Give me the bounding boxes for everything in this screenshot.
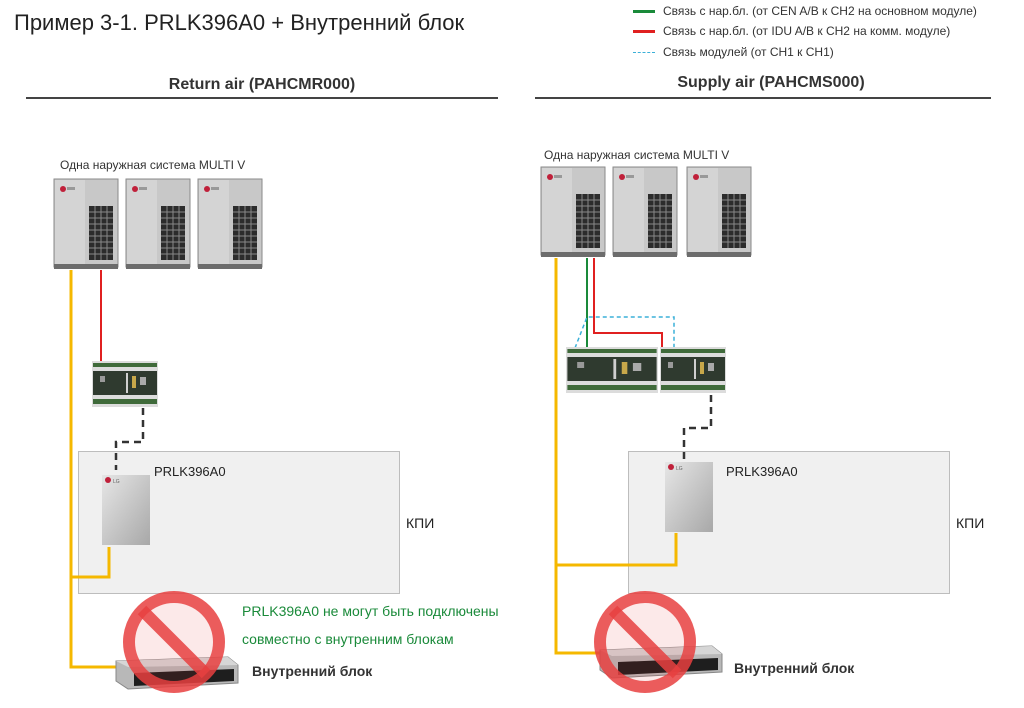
- prlk-controller-icon: LG: [99, 475, 153, 551]
- controller-label: PRLK396A0: [154, 464, 226, 479]
- section-divider: [26, 97, 498, 99]
- outdoor-system-label: Одна наружная система MULTI V: [60, 158, 246, 172]
- control-wire-dashed: [682, 395, 713, 462]
- outdoor-unit-icon: [125, 178, 191, 270]
- outdoor-system-label: Одна наружная система MULTI V: [544, 148, 730, 162]
- warning-line: PRLK396A0 не могут быть подключены: [242, 603, 499, 619]
- legend-label: Связь модулей (от CH1 к CH1): [663, 45, 834, 59]
- outdoor-unit-icon: [686, 166, 752, 258]
- prlk-controller-icon: LG: [662, 462, 716, 538]
- green-line-swatch: [633, 9, 655, 13]
- section-divider: [535, 97, 991, 99]
- indoor-unit-label: Внутренний блок: [252, 663, 373, 679]
- legend-label: Связь с нар.бл. (от IDU A/B к CH2 на ком…: [663, 24, 951, 38]
- section-title-supply-air: Supply air (PAHCMS000): [677, 74, 865, 91]
- legend-item-red: Связь с нар.бл. (от IDU A/B к CH2 на ком…: [633, 24, 950, 38]
- control-wire-dashed: [114, 408, 145, 470]
- comm-wire-red: [593, 258, 663, 348]
- prohibited-icon: [122, 590, 226, 694]
- red-line-swatch: [633, 29, 655, 33]
- warning-line: совместно с внутренним блокам: [242, 631, 454, 647]
- outdoor-unit-icon: [540, 166, 606, 258]
- power-wire: [71, 547, 111, 579]
- power-wire: [554, 258, 604, 655]
- module-link-dashed: [574, 316, 675, 349]
- outdoor-unit-icon: [53, 178, 119, 270]
- pcb-module-icon: [660, 347, 726, 393]
- power-wire: [69, 270, 120, 669]
- pcb-module-icon: [566, 347, 658, 393]
- controller-label: PRLK396A0: [726, 464, 798, 479]
- dashed-line-swatch: [633, 51, 655, 53]
- ahu-label: КПИ: [406, 515, 435, 531]
- ahu-label: КПИ: [956, 515, 985, 531]
- power-wire: [556, 533, 678, 567]
- outdoor-unit-icon: [197, 178, 263, 270]
- pcb-module-icon: [92, 361, 158, 407]
- outdoor-unit-icon: [612, 166, 678, 258]
- section-title-return-air: Return air (PAHCMR000): [168, 76, 356, 93]
- prohibited-icon: [593, 590, 697, 694]
- svg-text:LG: LG: [676, 466, 683, 472]
- page-title: Пример 3-1. PRLK396A0 + Внутренний блок: [14, 10, 465, 35]
- legend-label: Связь с нар.бл. (от CEN A/B к CH2 на осн…: [663, 4, 977, 18]
- indoor-unit-label: Внутренний блок: [734, 660, 855, 676]
- legend-item-green: Связь с нар.бл. (от CEN A/B к CH2 на осн…: [633, 4, 977, 18]
- legend-item-blue-dashed: Связь модулей (от CH1 к CH1): [633, 45, 834, 59]
- svg-text:LG: LG: [113, 479, 120, 485]
